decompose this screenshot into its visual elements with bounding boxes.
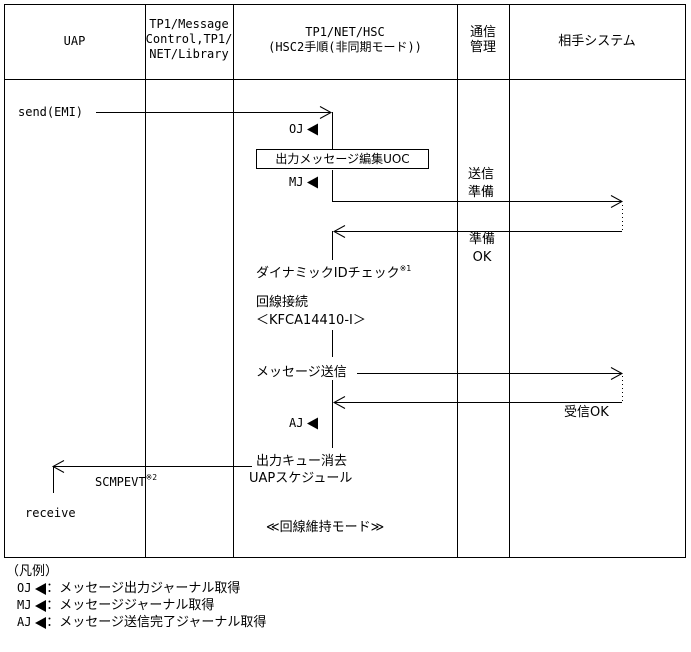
note2-mark: ※2 [145,473,158,482]
prep-ok-label: 準備 OK [468,231,496,267]
recv-ok-label: 受信OK [564,405,609,420]
header-mc-line3: NET/Library [149,47,229,61]
legend-mj-triangle-icon [35,599,47,612]
oj-marker-icon [307,123,318,136]
prep-ok-arrow [332,225,622,238]
legend-item-aj: AJ ：メッセージ送信完了ジャーナル取得 [17,616,266,629]
message-send-arrow [357,367,624,380]
header-hsc-line1: TP1/NET/HSC [305,25,385,39]
legend-oj-text: ：メッセージ出力ジャーナル取得 [46,581,241,596]
recv-ok-arrow [332,396,622,409]
header-uap-label: UAP [63,34,86,48]
scmpevt-label: SCMPEVT [95,475,146,489]
header-message-control: TP1/Message Control,TP1/ NET/Library [145,17,233,62]
uoc-label: 出力メッセージ編集UOC [275,152,410,166]
send-emi-arrow [96,106,333,119]
send-prep-label: 送信 準備 [468,166,494,202]
header-net-hsc: TP1/NET/HSC (HSC2手順(非同期モード)) [233,25,457,55]
legend-item-oj: OJ ：メッセージ出力ジャーナル取得 [17,582,240,595]
table-border [4,4,686,558]
line-keep-mode-label: ≪回線維持モード≫ [266,520,385,535]
header-partner-label: 相手システム [558,34,636,49]
message-send-label: メッセージ送信 [256,365,347,380]
out-queue-clear-label: 出力キュー消去 [256,454,348,469]
legend-aj-code: AJ [17,615,32,629]
header-mc-line1: TP1/Message [149,17,229,31]
header-uap: UAP [4,34,145,49]
legend-aj-text: ：メッセージ送信完了ジャーナル取得 [46,615,267,630]
legend-oj-code: OJ [17,581,32,595]
prep-ok-line2: OK [472,250,492,265]
header-comm-line2: 管理 [469,40,496,55]
send-prep-line2: 準備 [468,185,495,200]
legend-item-mj: MJ ：メッセージジャーナル取得 [17,599,214,612]
kfca-message: ＜KFCA14410-I＞ [256,313,366,328]
uoc-box: 出力メッセージ編集UOC [256,149,429,169]
scmpevt: SCMPEVT※2 [95,473,158,489]
uap-schedule-label: UAPスケジュール [249,471,353,486]
prep-ok-line1: 準備 [468,232,495,247]
mj-marker-icon [307,176,318,189]
header-mc-line2: Control,TP1/ [145,32,233,46]
aj-label: AJ [289,416,304,430]
header-comm-mgmt: 通信 管理 [457,25,509,55]
legend-mj-text: ：メッセージジャーナル取得 [46,598,215,613]
header-partner: 相手システム [509,34,685,49]
note1-mark: ※1 [399,264,412,273]
receive-label: receive [25,506,76,520]
legend-title: （凡例） [6,564,59,579]
aj-marker-icon [307,417,318,430]
mj-label: MJ [289,175,304,189]
send-prep-arrow [332,195,624,208]
oj-label: OJ [289,122,304,136]
dynamic-id-check-label: ダイナミックIDチェック [256,266,400,281]
scmpevt-arrow [51,460,252,493]
legend-mj-code: MJ [17,598,32,612]
legend-aj-triangle-icon [35,616,47,629]
legend-oj-triangle-icon [35,582,47,595]
line-connect-label: 回線接続 [256,295,309,310]
send-prep-line1: 送信 [468,167,495,182]
header-comm-line1: 通信 [469,25,496,40]
send-emi-label: send(EMI) [18,105,84,119]
header-hsc-line2: (HSC2手順(非同期モード)) [268,40,422,54]
dynamic-id-check: ダイナミックIDチェック※1 [256,264,412,281]
